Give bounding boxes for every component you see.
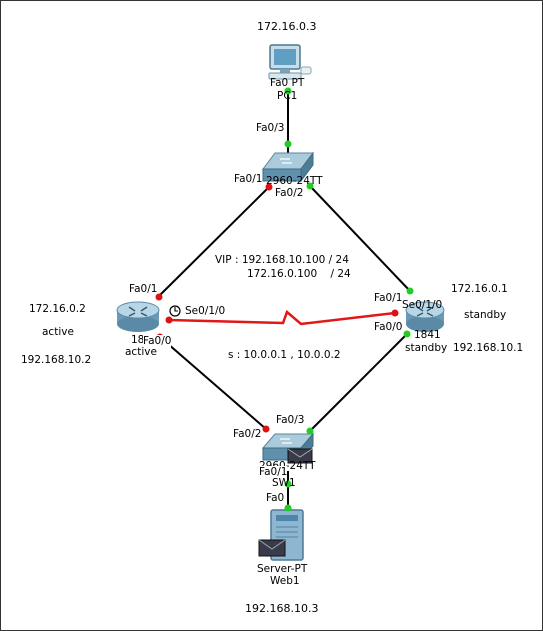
port-indicators	[155, 87, 414, 512]
right-router-port-top: Fa0/1	[374, 292, 403, 304]
right-router-port-bottom: Fa0/0	[374, 321, 403, 333]
switch-icon[interactable]	[262, 151, 314, 183]
right-router-serial-port: Se0/1/0	[402, 299, 443, 311]
top-switch-port-left: Fa0/1	[234, 173, 263, 185]
envelope-icon	[258, 539, 286, 557]
port-status-up	[284, 140, 292, 148]
serial-link	[168, 309, 396, 326]
left-router-port-top: Fa0/1	[129, 283, 158, 295]
right-router-name: standby	[405, 342, 448, 354]
bottom-switch-port-right: Fa0/3	[276, 414, 305, 426]
top-switch-model: 2960-24TT	[266, 175, 323, 187]
port-status-down	[155, 293, 163, 301]
server-model: Server-PT	[257, 563, 308, 575]
router-icon[interactable]	[405, 301, 445, 332]
vip-line-2: 172.16.0.100 / 24	[247, 268, 351, 280]
port-status-up	[403, 330, 411, 338]
left-router-name: active	[125, 346, 157, 358]
right-router-ip-bottom: 192.168.10.1	[453, 342, 524, 354]
vip-line-1: VIP : 192.168.10.100 / 24	[215, 254, 349, 266]
links	[157, 91, 411, 508]
port-status-up	[306, 182, 314, 190]
bottom-switch-port-left: Fa0/2	[233, 428, 262, 440]
pc-model-label: Fa0 PT	[270, 77, 305, 89]
left-router-ip-top: 172.16.0.2	[29, 303, 86, 315]
top-switch-port-right: Fa0/2	[275, 187, 304, 199]
port-status-up	[306, 427, 314, 435]
port-status-up	[284, 87, 292, 95]
left-router-serial-port: Se0/1/0	[185, 305, 226, 317]
pc-icon[interactable]	[268, 44, 312, 80]
right-router-model: 1841	[414, 329, 441, 341]
port-status-down	[165, 316, 173, 324]
bottom-switch-name: SW1	[272, 477, 296, 489]
port-status-down	[391, 309, 399, 317]
port-status-up	[284, 504, 292, 512]
server-name: Web1	[270, 575, 300, 587]
serial-annotation: s : 10.0.0.1 , 10.0.0.2	[228, 349, 341, 361]
top-switch-port-up: Fa0/3	[256, 122, 285, 134]
link-right-router-bottom-switch	[309, 333, 408, 432]
right-router-state: standby	[464, 309, 507, 321]
left-router-port-bottom: Fa0/0	[143, 335, 172, 348]
router-icon[interactable]	[116, 301, 160, 332]
port-status-up	[406, 287, 414, 295]
port-status-down	[262, 425, 270, 433]
link-top-switch-left-router	[157, 186, 270, 298]
right-router-ip-top: 172.16.0.1	[451, 283, 508, 295]
server-ip: 192.168.10.3	[245, 602, 319, 615]
port-status-down	[265, 183, 273, 191]
link-left-router-bottom-switch	[159, 336, 267, 430]
link-top-switch-right-router	[309, 185, 411, 292]
port-status-up	[284, 480, 292, 488]
left-router-ip-bottom: 192.168.10.2	[21, 354, 92, 366]
server-port: Fa0	[266, 492, 285, 504]
pc-name: PC1	[277, 90, 298, 102]
left-router-state: active	[42, 326, 74, 338]
bottom-switch-port-down: Fa0/1	[259, 466, 288, 479]
pc-ip: 172.16.0.3	[257, 20, 317, 33]
clock-icon	[169, 305, 181, 317]
envelope-icon	[287, 448, 313, 464]
